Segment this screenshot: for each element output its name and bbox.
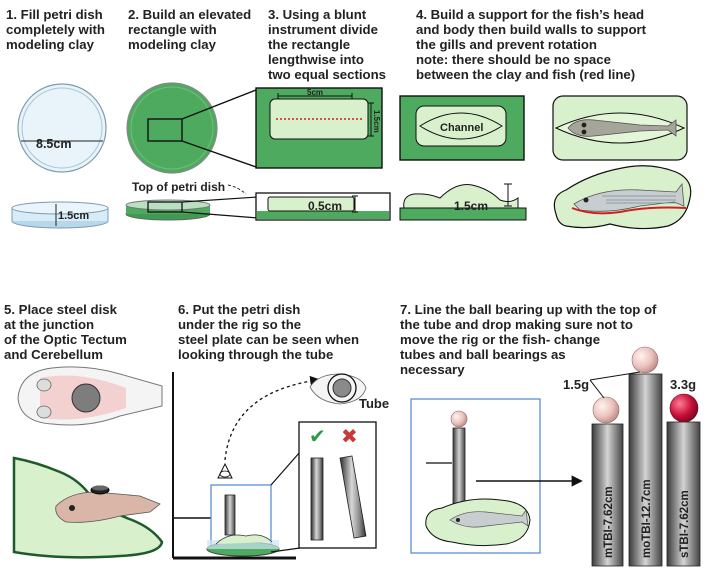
light-ball-mass-label: 1.5g (563, 377, 589, 392)
tube-label: Tube (359, 396, 389, 411)
rect-height-label: 1.5cm (372, 110, 381, 133)
channel-label: Channel (440, 122, 483, 134)
fish-in-channel-top-view (552, 95, 688, 161)
alignment-comparison-box (298, 421, 377, 549)
correct-check-icon: ✔ (309, 424, 326, 448)
top-of-dish-label: Top of petri dish (132, 180, 225, 194)
support-height-label: 1.5cm (454, 199, 488, 213)
clay-filled-dish-side-view (125, 196, 259, 221)
rectangle-zoom-top-view (255, 87, 383, 169)
step-7-text: 7. Line the ball bearing up with the top… (400, 302, 657, 377)
fish-in-channel-side-view (553, 165, 692, 230)
tube-mtbi (591, 396, 624, 567)
rect-width-label: 5cm (307, 88, 323, 97)
eye-viewpoint-icon (217, 462, 233, 479)
heavy-ball-mass-label: 3.3g (670, 377, 696, 392)
view-through-tube-icon (309, 373, 367, 405)
step-4-text: 4. Build a support for the fish’s head a… (416, 7, 647, 82)
clay-filled-dish-top-view (126, 82, 257, 174)
light-ball-pointer-1 (589, 379, 605, 399)
rect-elevation-label: 0.5cm (308, 199, 342, 213)
dish-height-label: 1.5cm (58, 210, 89, 222)
step-6-text: 6. Put the petri dish under the rig so t… (178, 302, 360, 362)
tube-stbi-label: sTBI-7.62cm (679, 490, 691, 558)
channel-top-view (399, 95, 525, 161)
empty-petri-dish-top-view (17, 83, 107, 173)
tube-motbi (628, 346, 663, 567)
tube-mtbi-label: mTBI-7.62cm (603, 486, 615, 558)
step-3-text: 3. Using a blunt instrument divide the r… (268, 7, 386, 82)
step-5-text: 5. Place steel disk at the junction of t… (4, 302, 127, 362)
tube-stbi (666, 393, 701, 567)
tube-motbi-label: moTBI-12.7cm (641, 479, 653, 558)
rectangle-zoom-side-view (255, 192, 391, 221)
empty-petri-dish-side-view (11, 201, 109, 229)
light-ball-pointer-2 (589, 371, 641, 381)
top-of-dish-pointer (227, 184, 247, 195)
rig-zoom-box (206, 451, 301, 557)
view-arrow (224, 375, 321, 461)
drop-setup-box (410, 398, 541, 554)
step-2-text: 2. Build an elevated rectangle with mode… (128, 7, 252, 52)
fish-with-disk-side-view (12, 456, 164, 559)
fish-support-side-view (399, 183, 527, 221)
incorrect-cross-icon: ✖ (341, 424, 358, 448)
step-1-text: 1. Fill petri dish completely with model… (6, 7, 105, 52)
fish-head-dorsal-view (17, 366, 163, 426)
dish-diameter-label: 8.5cm (36, 137, 71, 151)
